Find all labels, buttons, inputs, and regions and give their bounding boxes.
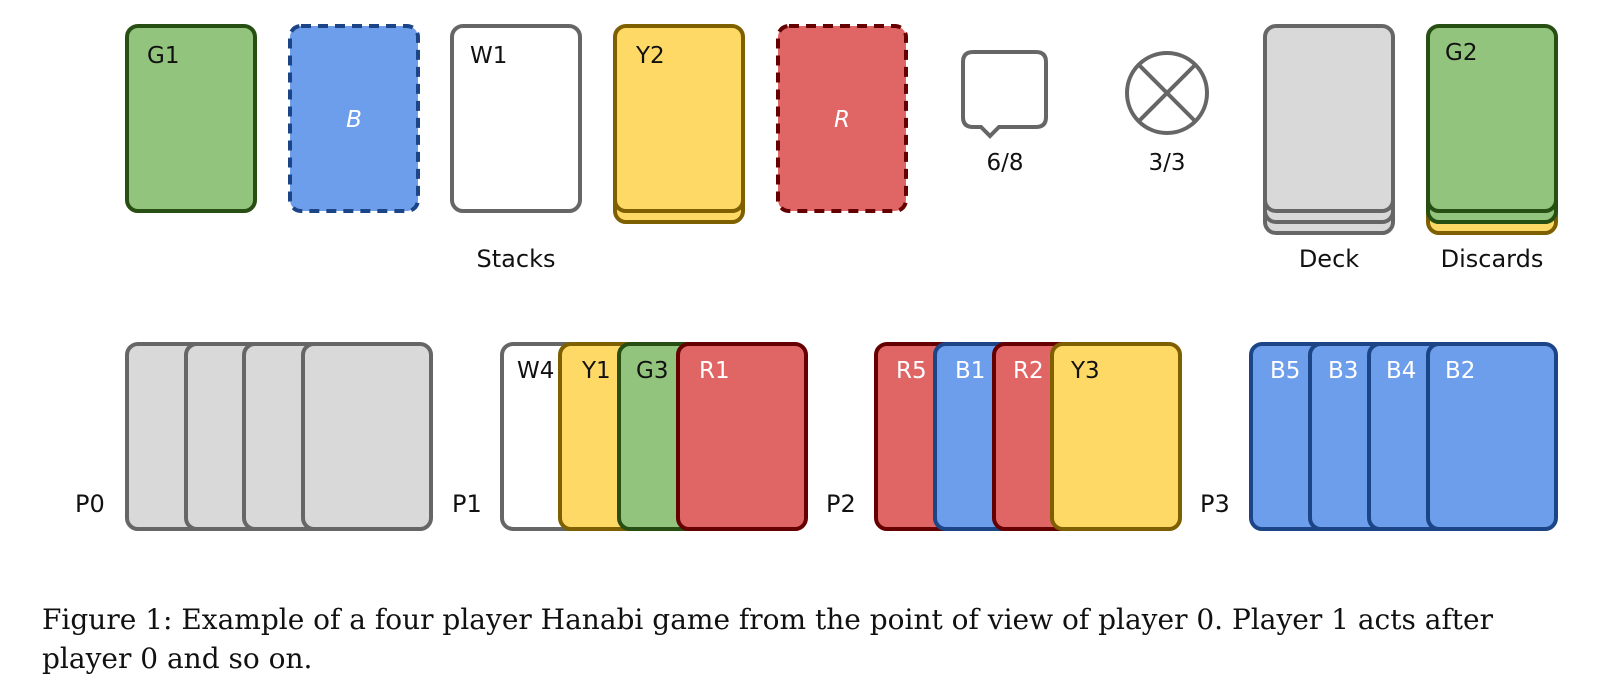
hand-p2: P2 R5 B1 R2 Y3: [826, 342, 1182, 531]
life-tokens-value: 3/3: [1148, 150, 1185, 176]
figure-caption: Figure 1: Example of a four player Hanab…: [42, 603, 1494, 675]
deck: Deck: [1263, 24, 1395, 273]
discards: G2 Discards: [1426, 24, 1558, 273]
stack-2-label: W1: [470, 43, 507, 69]
p1-card-1-label: Y1: [581, 358, 611, 384]
stack-2-card: [450, 24, 582, 213]
player-label: P3: [1200, 490, 1230, 518]
p3-card-1-label: B3: [1328, 358, 1358, 384]
p1-card-2-label: G3: [636, 358, 668, 384]
stack-3-label: Y2: [635, 43, 665, 69]
p1-card-0-label: W4: [517, 358, 554, 384]
stack-card-white: W1: [450, 24, 582, 213]
life-tokens: 3/3: [1125, 51, 1209, 176]
stacks: G1 B W1 Y2 R Stacks: [125, 24, 908, 273]
stack-card-yellow: Y2: [613, 24, 745, 224]
hanabi-board: G1 B W1 Y2 R Stacks 6/8: [75, 24, 1558, 531]
stacks-label: Stacks: [477, 245, 556, 273]
info-tokens: 6/8: [961, 50, 1048, 176]
stack-1-label: B: [346, 107, 362, 133]
p2-card-2-label: R2: [1013, 358, 1044, 384]
stack-1-card: [288, 24, 420, 213]
player-label: P2: [826, 490, 856, 518]
speech-bubble-icon: [961, 50, 1048, 139]
hand-p1: P1 W4 Y1 G3 R1: [452, 342, 808, 531]
stack-0-card: [125, 24, 257, 213]
player-hands: P0 P1 W4 Y1 G3 R1 P2 R5 B1 R2 Y3: [75, 342, 1558, 531]
p3-card-3: [1426, 342, 1558, 531]
p0-card-3: [301, 342, 433, 531]
stack-0-label: G1: [147, 43, 179, 69]
p3-card-0-label: B5: [1270, 358, 1300, 384]
discard-card-1: [1426, 24, 1558, 213]
p1-card-3-label: R1: [699, 358, 730, 384]
circled-x-icon: [1125, 51, 1209, 135]
deck-card-1: [1263, 24, 1395, 213]
discard-top-label: G2: [1445, 40, 1477, 66]
deck-label: Deck: [1299, 245, 1359, 273]
stack-3-card: [613, 24, 745, 213]
stack-4-label: R: [834, 107, 850, 133]
stack-card-blue: B: [288, 24, 420, 213]
player-label: P1: [452, 490, 482, 518]
p3-card-2-label: B4: [1386, 358, 1416, 384]
info-tokens-value: 6/8: [986, 150, 1023, 176]
stack-4-card: [776, 24, 908, 213]
hand-p0: P0: [75, 342, 433, 531]
p2-card-1-label: B1: [955, 358, 985, 384]
hand-p3: P3 B5 B3 B4 B2: [1200, 342, 1558, 531]
stack-card-red: R: [776, 24, 908, 213]
discards-label: Discards: [1441, 245, 1544, 273]
p2-card-3: [1050, 342, 1182, 531]
p3-card-3-label: B2: [1445, 358, 1475, 384]
p1-card-3: [676, 342, 808, 531]
p2-card-3-label: Y3: [1070, 358, 1100, 384]
stack-card-green: G1: [125, 24, 257, 213]
p2-card-0-label: R5: [896, 358, 927, 384]
player-label: P0: [75, 490, 105, 518]
